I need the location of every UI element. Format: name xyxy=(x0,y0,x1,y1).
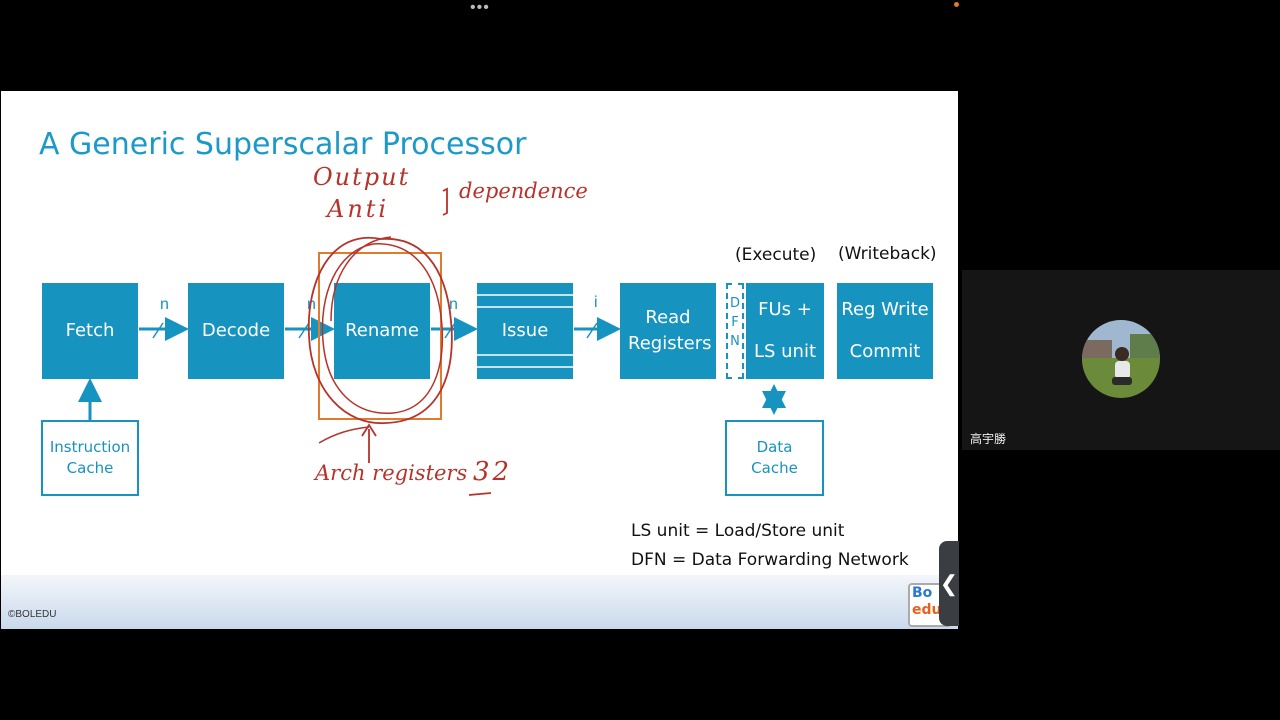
width-label-n3: n xyxy=(449,296,458,313)
data-cache-box: Data Cache xyxy=(725,420,824,496)
legend-dfn: DFN = Data Forwarding Network xyxy=(631,550,909,570)
execute-phase-label: (Execute) xyxy=(735,245,817,265)
fus-ls-stage: FUs + LS unit xyxy=(746,283,824,379)
presentation-slide: A Generic Superscalar Processor Fetch De… xyxy=(1,91,958,629)
data-cache-label: Data Cache xyxy=(751,438,798,477)
commit-label: Commit xyxy=(849,341,921,362)
rename-highlight-box xyxy=(318,252,442,420)
pipeline-arrows xyxy=(78,317,786,420)
width-label-n2: n xyxy=(307,296,316,313)
dfn-box: D F N xyxy=(726,283,744,379)
output-annotation: Output xyxy=(313,163,411,191)
width-label-i: i xyxy=(594,294,598,311)
participant-avatar xyxy=(1082,320,1160,398)
slide-footer-band xyxy=(1,575,958,629)
instruction-cache-label: Instruction Cache xyxy=(49,438,131,477)
issue-label: Issue xyxy=(501,320,549,341)
chevron-left-icon: ❮ xyxy=(939,570,959,596)
decode-stage: Decode xyxy=(188,283,284,379)
slide-title: A Generic Superscalar Processor xyxy=(39,127,527,162)
fetch-stage: Fetch xyxy=(42,283,138,379)
legend-ls-unit: LS unit = Load/Store unit xyxy=(631,521,845,541)
read-registers-label: Read Registers xyxy=(628,307,712,354)
arch-registers-annotation: Arch registers xyxy=(315,461,468,485)
fus-label: FUs + xyxy=(758,299,812,320)
register-count-annotation: 32 xyxy=(473,457,513,487)
copyright-text: ©BOLEDU xyxy=(8,609,57,620)
handwritten-annotations xyxy=(307,187,492,496)
reg-write-label: Reg Write xyxy=(841,299,929,320)
collapse-panel-button[interactable]: ❮ xyxy=(939,541,959,626)
reg-write-commit-stage: Reg Write Commit xyxy=(837,283,933,379)
issue-queue-lines xyxy=(477,294,573,368)
dependence-annotation: dependence xyxy=(459,179,588,203)
instruction-cache-box: Instruction Cache xyxy=(41,420,139,496)
width-label-n1: n xyxy=(160,296,169,313)
status-indicator xyxy=(954,2,959,7)
read-registers-stage: Read Registers xyxy=(620,283,716,379)
participant-video-tile[interactable]: 高宇勝 xyxy=(962,270,1280,450)
rename-stage: Rename xyxy=(334,283,430,379)
avatar-photo xyxy=(1082,320,1160,398)
participant-name: 高宇勝 xyxy=(970,432,1007,446)
more-options-icon[interactable]: ••• xyxy=(470,0,490,16)
issue-stage: Issue xyxy=(477,283,573,379)
writeback-phase-label: (Writeback) xyxy=(838,244,937,264)
ls-unit-label: LS unit xyxy=(753,341,817,362)
anti-annotation: Anti xyxy=(327,195,390,223)
dfn-label: D F N xyxy=(730,296,741,349)
